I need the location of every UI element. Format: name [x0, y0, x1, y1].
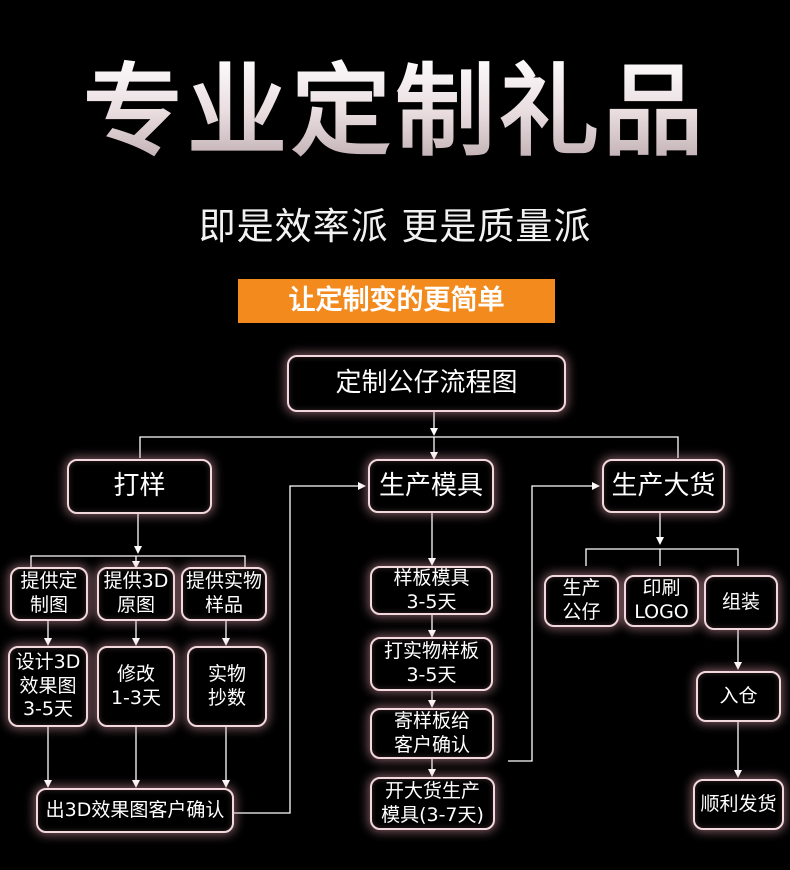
step-provide-drawing: 提供定 制图	[10, 567, 88, 621]
branch-bulk-node: 生产大货	[602, 459, 725, 513]
step-copy-physical: 实物 抄数	[187, 646, 267, 727]
step-open-mold-label: 开大货生产 模具(3-7天)	[381, 779, 484, 826]
step-3d-confirm: 出3D效果图客户确认	[36, 788, 234, 833]
step-assemble: 组装	[704, 575, 778, 630]
step-provide-3d: 提供3D 原图	[97, 567, 175, 621]
branch-mold-label: 生产模具	[378, 470, 483, 501]
step-sample-mold-label: 样板模具 3-5天	[393, 566, 470, 613]
step-warehouse: 入仓	[696, 671, 781, 722]
root-node: 定制公仔流程图	[287, 355, 566, 412]
step-3d-confirm-label: 出3D效果图客户确认	[45, 798, 225, 821]
step-modify-label: 修改 1-3天	[110, 662, 162, 709]
root-node-label: 定制公仔流程图	[335, 368, 518, 399]
branch-mold-node: 生产模具	[368, 459, 494, 513]
step-copy-physical-label: 实物 抄数	[207, 662, 246, 709]
step-make-sample: 打实物样板 3-5天	[370, 637, 493, 691]
step-sample-mold: 样板模具 3-5天	[370, 566, 493, 615]
branch-bulk-label: 生产大货	[611, 470, 716, 501]
step-make-sample-label: 打实物样板 3-5天	[383, 640, 479, 686]
slogan-banner: 让定制变的更简单	[238, 279, 555, 323]
step-provide-physical: 提供实物 样品	[181, 567, 267, 621]
step-modify: 修改 1-3天	[97, 646, 175, 727]
step-send-sample-label: 寄样板给 客户确认	[393, 709, 470, 756]
step-produce-doll: 生产 公仔	[544, 575, 619, 627]
branch-sample-node: 打样	[67, 459, 212, 514]
step-assemble-label: 组装	[721, 590, 760, 613]
step-print-logo-label: 印刷 LOGO	[634, 577, 689, 623]
step-produce-doll-label: 生产 公仔	[562, 577, 601, 623]
step-provide-drawing-label: 提供定 制图	[20, 570, 78, 616]
step-send-sample: 寄样板给 客户确认	[370, 708, 494, 759]
step-ship-label: 顺利发货	[700, 792, 777, 815]
step-provide-3d-label: 提供3D 原图	[103, 570, 169, 616]
page-subtitle: 即是效率派 更是质量派	[198, 205, 592, 248]
step-warehouse-label: 入仓	[719, 684, 758, 707]
step-open-mold: 开大货生产 模具(3-7天)	[370, 777, 495, 830]
step-print-logo: 印刷 LOGO	[624, 575, 699, 627]
step-design-3d: 设计3D 效果图 3-5天	[8, 646, 88, 727]
step-ship: 顺利发货	[693, 779, 784, 830]
branch-sample-label: 打样	[113, 471, 166, 502]
page-title: 专业定制礼品	[0, 52, 790, 172]
step-provide-physical-label: 提供实物 样品	[185, 570, 262, 616]
step-design-3d-label: 设计3D 效果图 3-5天	[15, 650, 81, 721]
